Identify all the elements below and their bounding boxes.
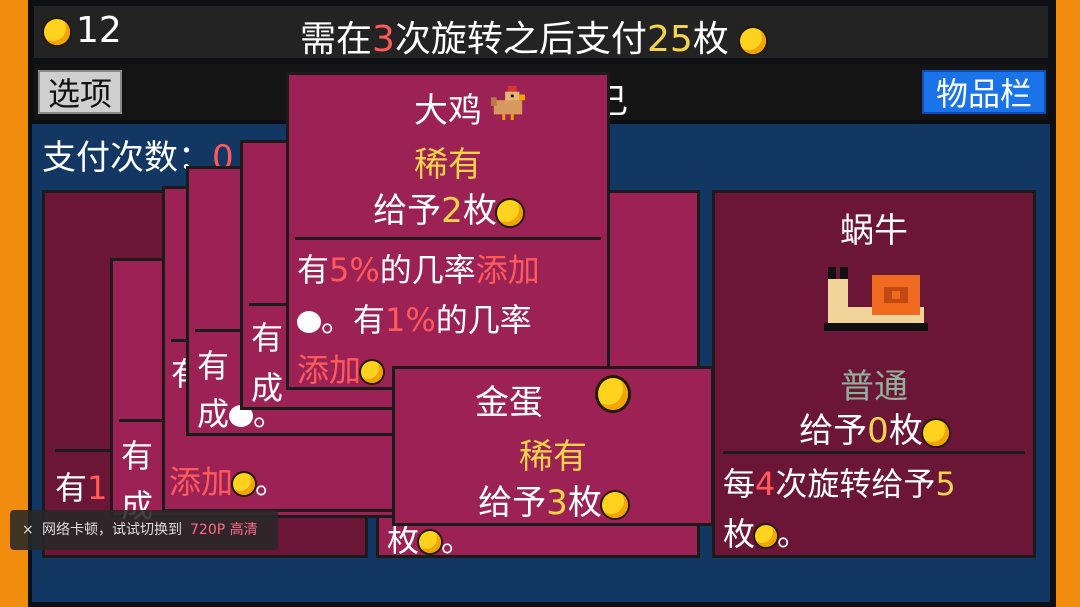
white-egg-icon xyxy=(297,311,321,333)
coin-icon xyxy=(922,419,949,446)
card-payout: 给予3枚 xyxy=(395,475,711,524)
card-rarity: 稀有 xyxy=(414,145,482,185)
coin-icon xyxy=(740,28,767,54)
card-title: 蜗牛 xyxy=(840,211,908,251)
card-title: 金蛋 xyxy=(475,383,543,423)
snail-icon xyxy=(824,267,928,331)
quality-option-link[interactable]: 720P 高清 xyxy=(190,522,258,538)
white-egg-icon xyxy=(229,405,254,427)
top-status-bar xyxy=(34,6,1048,58)
card-description: 有5%的几率添加 。有1%的几率 添加 xyxy=(297,251,540,389)
card-title: 大鸡 xyxy=(414,91,482,131)
chicken-icon xyxy=(491,86,525,120)
snail-card[interactable]: 蜗牛 普通 给予0枚 每4次旋转给予5 枚。 xyxy=(712,190,1036,558)
rent-message: 需在3次旋转之后支付25枚 xyxy=(300,10,767,62)
coin-count: 12 xyxy=(76,10,122,51)
inventory-button[interactable]: 物品栏 xyxy=(922,70,1046,114)
coin-icon xyxy=(233,473,256,495)
coin-icon xyxy=(601,491,628,518)
pay-count: 支付次数：0 xyxy=(42,138,234,178)
golden-egg-card[interactable]: 金蛋 稀有 给予3枚 xyxy=(392,366,714,526)
golden-egg-icon xyxy=(598,378,628,410)
coin-icon xyxy=(496,199,523,226)
card-payout: 给予2枚 xyxy=(289,183,607,232)
coin-icon xyxy=(361,361,384,383)
card-rarity: 稀有 xyxy=(519,437,587,477)
card-description: 每4次旋转给予5 枚。 xyxy=(723,465,956,553)
close-icon[interactable]: × xyxy=(22,522,34,538)
big-chicken-card[interactable]: 大鸡 稀有 给予2枚 有5%的几率添加 。有1%的几率 添加 xyxy=(286,72,610,390)
coin-icon xyxy=(419,531,442,553)
coin-icon xyxy=(755,525,778,547)
coin-icon xyxy=(44,19,70,45)
options-button[interactable]: 选项 xyxy=(38,70,122,114)
card-rarity: 普通 xyxy=(840,367,908,407)
card-payout: 给予0枚 xyxy=(715,403,1033,452)
